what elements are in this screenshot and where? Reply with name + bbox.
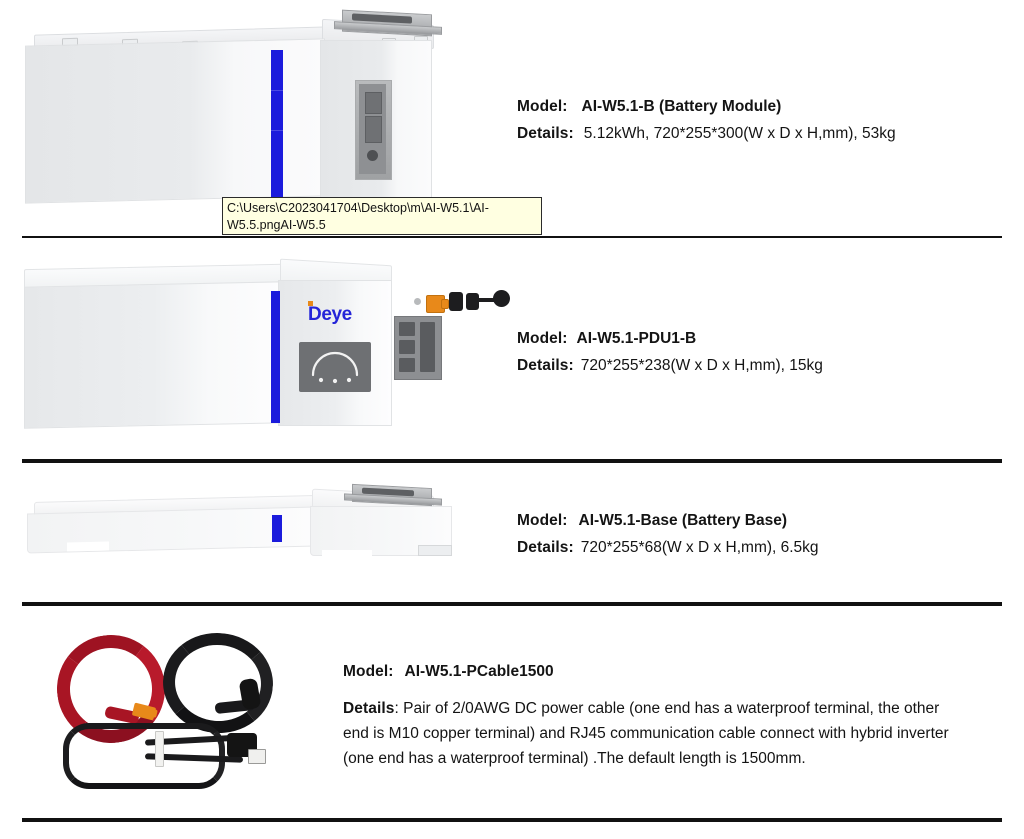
section-divider <box>22 818 1002 822</box>
details-line: Details: 720*255*68(W x D x H,mm), 6.5kg <box>517 539 819 557</box>
connector-cable <box>477 298 499 302</box>
details-label: Details: <box>517 357 574 374</box>
connector-knob <box>493 290 510 307</box>
product-section-pdu: Deye Model: AI-W5.1-PDU1-B <box>0 238 1024 463</box>
black-power-cable <box>158 628 278 738</box>
base-foot-tab <box>418 545 452 556</box>
model-label: Model: <box>517 98 568 115</box>
base-foot-notch <box>322 550 372 559</box>
model-line: Model: AI-W5.1-Base (Battery Base) <box>517 512 819 530</box>
brand-text: Deye <box>308 304 352 325</box>
details-label: Details <box>343 700 395 717</box>
accent-stripe <box>271 291 280 423</box>
model-label: Model: <box>517 512 568 529</box>
cable-info: Model: AI-W5.1-PCable1500 Details: Pair … <box>343 663 983 771</box>
base-info: Model: AI-W5.1-Base (Battery Base) Detai… <box>517 512 819 557</box>
model-value: AI-W5.1-B (Battery Module) <box>581 98 782 115</box>
accent-stripe-segment <box>271 50 283 90</box>
model-line: Model: AI-W5.1-PDU1-B <box>517 330 823 348</box>
model-value: AI-W5.1-PDU1-B <box>576 330 697 347</box>
model-line: Model: AI-W5.1-PCable1500 <box>343 663 983 681</box>
power-cable-image <box>45 625 335 790</box>
black-connector <box>466 293 479 310</box>
cable-tie <box>155 731 164 767</box>
terminal-block <box>399 322 415 336</box>
battery-module-info: Model: AI-W5.1-B (Battery Module) Detail… <box>517 98 896 143</box>
pdu-body-left <box>24 281 282 429</box>
wifi-arc-icon <box>311 351 359 384</box>
details-line: Details: 720*255*238(W x D x H,mm), 15kg <box>517 357 823 375</box>
battery-module-image <box>22 8 482 208</box>
model-value: AI-W5.1-Base (Battery Base) <box>578 512 788 529</box>
details-line: Details: 5.12kWh, 720*255*300(W x D x H,… <box>517 125 896 143</box>
base-foot-notch <box>67 541 109 552</box>
details-label: Details: <box>517 539 574 556</box>
product-section-cable: Model: AI-W5.1-PCable1500 Details: Pair … <box>0 605 1024 839</box>
accent-stripe <box>272 515 282 542</box>
terminal-block <box>399 340 415 354</box>
panel-latch-icon <box>414 298 421 305</box>
details-value: 720*255*238(W x D x H,mm), 15kg <box>580 357 823 374</box>
details-value: 720*255*68(W x D x H,mm), 6.5kg <box>580 539 819 556</box>
battery-base-image <box>22 480 482 585</box>
model-label: Model: <box>343 663 394 680</box>
orange-connector-tab <box>441 299 449 309</box>
section-divider <box>22 459 1002 463</box>
model-label: Model: <box>517 330 568 347</box>
details-value: Pair of 2/0AWG DC power cable (one end h… <box>343 700 949 767</box>
accent-stripe-segment <box>271 90 283 131</box>
details-value: 5.12kWh, 720*255*300(W x D x H,mm), 53kg <box>583 125 896 142</box>
rj45-plug-icon <box>248 749 266 764</box>
details-separator: : <box>394 700 399 717</box>
black-connector <box>449 292 463 311</box>
product-section-base: Model: AI-W5.1-Base (Battery Base) Detai… <box>0 462 1024 606</box>
product-section-battery-module: Model: AI-W5.1-B (Battery Module) Detail… <box>0 0 1024 238</box>
details-label: Details: <box>517 125 574 142</box>
pdu-module-image: Deye <box>22 258 510 445</box>
section-divider <box>22 236 1002 238</box>
model-line: Model: AI-W5.1-B (Battery Module) <box>517 98 896 116</box>
connector-block <box>365 116 382 143</box>
accent-stripe-segment <box>271 130 283 206</box>
file-path-tooltip: C:\Users\C2023041704\Desktop\m\AI-W5.1\A… <box>222 197 542 235</box>
terminal-block <box>399 358 415 372</box>
terminal-block <box>420 322 435 372</box>
section-divider <box>22 602 1002 606</box>
details-paragraph: Details: Pair of 2/0AWG DC power cable (… <box>343 696 963 771</box>
pdu-info: Model: AI-W5.1-PDU1-B Details: 720*255*2… <box>517 330 823 375</box>
deye-logo: Deye <box>308 301 352 326</box>
model-value: AI-W5.1-PCable1500 <box>404 663 554 680</box>
status-display <box>299 342 371 392</box>
connector-block <box>365 92 382 114</box>
logo-tick-icon <box>308 301 313 306</box>
connector-port <box>367 150 378 161</box>
